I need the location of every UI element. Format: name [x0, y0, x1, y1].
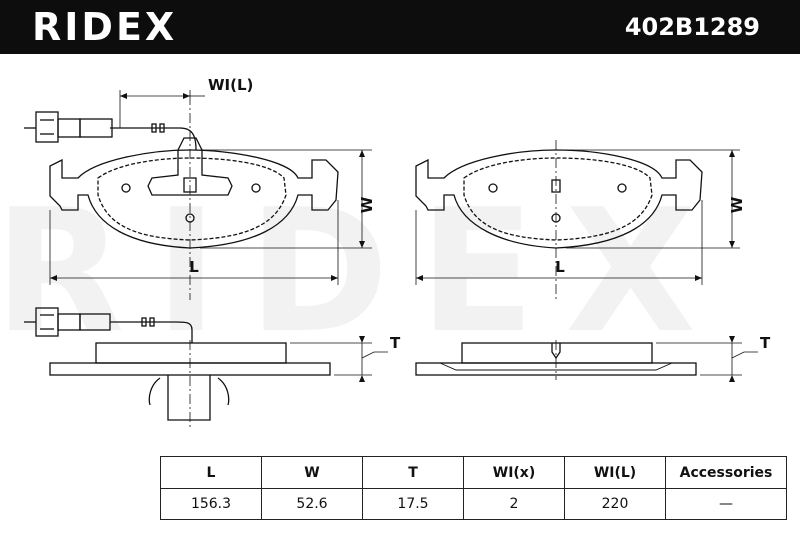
spec-table-header-row: L W T WI(x) WI(L) Accessories: [160, 456, 787, 489]
left-pad-side-view: [24, 307, 331, 430]
spec-table-value-row: 156.3 52.6 17.5 2 220 —: [160, 488, 787, 520]
spec-value-thickness: 17.5: [362, 488, 464, 520]
label-length-right: L: [555, 258, 565, 276]
label-wear-indicator-length: WI(L): [208, 76, 253, 94]
watermark: RIDEX: [0, 173, 726, 371]
left-pad-front-view: [24, 111, 339, 249]
spec-value-length: 156.3: [160, 488, 262, 520]
label-width-left: W: [358, 196, 376, 213]
label-thickness-left: T: [390, 334, 401, 352]
dimension-arrows: [50, 93, 735, 382]
spec-header-thickness: T: [362, 456, 464, 489]
right-pad-front-view: [415, 149, 703, 249]
spec-header-wear-indicator-length: WI(L): [564, 456, 666, 489]
spec-value-wear-indicator-length: 220: [564, 488, 666, 520]
header-bar: RIDEX 402B1289: [0, 0, 800, 54]
technical-drawing: RIDEX: [0, 76, 771, 430]
dimension-lines: [49, 90, 758, 376]
right-pad-side-view: [415, 340, 697, 380]
spec-header-accessories: Accessories: [665, 456, 787, 489]
label-length-left: L: [189, 258, 199, 276]
spec-header-length: L: [160, 456, 262, 489]
spec-header-wear-indicator-count: WI(x): [463, 456, 565, 489]
spec-table: L W T WI(x) WI(L) Accessories 156.3 52.6…: [160, 456, 787, 520]
label-width-right: W: [728, 196, 746, 213]
spec-value-accessories: —: [665, 488, 787, 520]
label-thickness-right: T: [760, 334, 771, 352]
part-number: 402B1289: [624, 13, 760, 41]
spec-value-wear-indicator-count: 2: [463, 488, 565, 520]
spec-value-width: 52.6: [261, 488, 363, 520]
brand-logo: RIDEX: [32, 5, 178, 49]
spec-header-width: W: [261, 456, 363, 489]
